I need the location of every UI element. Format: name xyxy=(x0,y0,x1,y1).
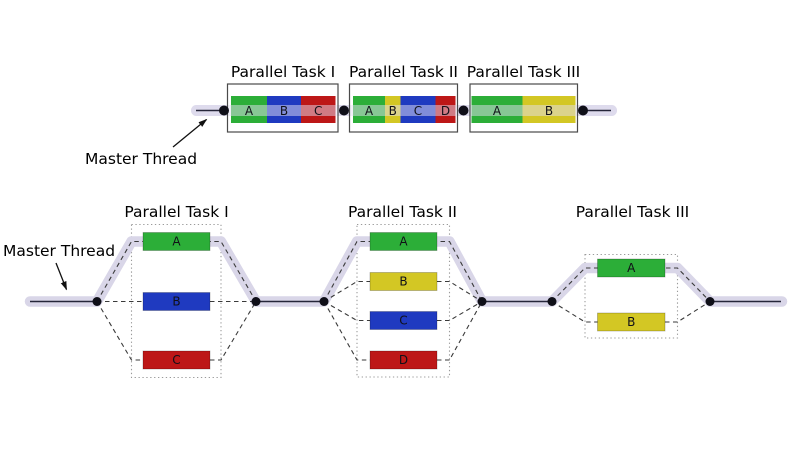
bottom-task2-bar-c-label: C xyxy=(399,314,407,328)
top-task2-segment-b-label: B xyxy=(389,104,397,118)
top-master-thread-label: Master Thread xyxy=(85,150,197,168)
top-thread-node-dot xyxy=(339,105,349,116)
bottom-task1-bar-a xyxy=(142,232,211,251)
bottom-thread-node-dot xyxy=(705,297,715,306)
top-task3-box-outline xyxy=(469,83,579,133)
top-thread-node-dot xyxy=(578,105,588,116)
bottom-master-thread-label: Master Thread xyxy=(3,242,115,260)
bottom-task3-bar-b xyxy=(597,312,666,332)
top-task2-segment-c-label: C xyxy=(414,104,422,118)
bottom-task2-bar-c xyxy=(369,311,438,330)
top-task3-segment-b-label: B xyxy=(545,104,553,118)
bottom-task2-bar-d xyxy=(369,350,438,370)
top-task2-box-outline xyxy=(348,83,459,133)
top-thread-node-dot xyxy=(219,105,229,116)
bottom-task1-bar-c xyxy=(142,350,211,370)
top-task2-segment-d-label: D xyxy=(441,104,450,118)
bottom-thread-node-dot xyxy=(319,297,329,306)
top-task1-segment-a-label: A xyxy=(245,104,254,118)
bottom-task2-dotted-box xyxy=(356,223,451,378)
bottom-thread-node-dot xyxy=(92,297,102,306)
top-task1-title: Parallel Task I xyxy=(231,63,335,81)
bottom-task3-title: Parallel Task III xyxy=(576,203,690,221)
bottom-thread-node-dot xyxy=(547,297,557,306)
top-task1-segment-b-label: B xyxy=(280,104,288,118)
top-task1-segment-c-label: C xyxy=(314,104,322,118)
bottom-task1-bar-b xyxy=(142,292,211,311)
bottom-master-thread-arrow xyxy=(55,262,68,291)
top-task2-title: Parallel Task II xyxy=(349,63,458,81)
bottom-task2-bar-b xyxy=(369,272,438,291)
bottom-task1-title: Parallel Task I xyxy=(124,203,228,221)
top-task3-segment-a-label: A xyxy=(493,104,502,118)
bottom-task1-bar-b-label: B xyxy=(172,295,180,309)
bottom-task1-bar-c-label: C xyxy=(172,353,180,367)
top-master-thread-arrow xyxy=(172,118,208,148)
bottom-task3-bar-a-label: A xyxy=(627,261,636,275)
bottom-task3-bar-a xyxy=(597,258,666,278)
bottom-thread-node-dot xyxy=(477,297,487,306)
bottom-task2-bar-a-label: A xyxy=(399,235,408,249)
bottom-thread-node-dot xyxy=(251,297,261,306)
bottom-task2-bar-a xyxy=(369,232,438,251)
top-thread-node-dot xyxy=(458,105,469,116)
top-fork-join-diagram: A B C A B C D A B Parallel Task I Parall… xyxy=(85,63,617,168)
top-task2-segment-a-label: A xyxy=(365,104,374,118)
bottom-task1-bar-a-label: A xyxy=(172,235,181,249)
bottom-task3-bar-b-label: B xyxy=(627,315,635,329)
bottom-task2-bar-d-label: D xyxy=(399,353,408,367)
bottom-task2-bar-b-label: B xyxy=(399,275,407,289)
bottom-task2-title: Parallel Task II xyxy=(348,203,457,221)
top-task3-title: Parallel Task III xyxy=(467,63,581,81)
bottom-fork-join-diagram: A B C A B C D A B Parallel Task I Parall… xyxy=(3,203,788,379)
